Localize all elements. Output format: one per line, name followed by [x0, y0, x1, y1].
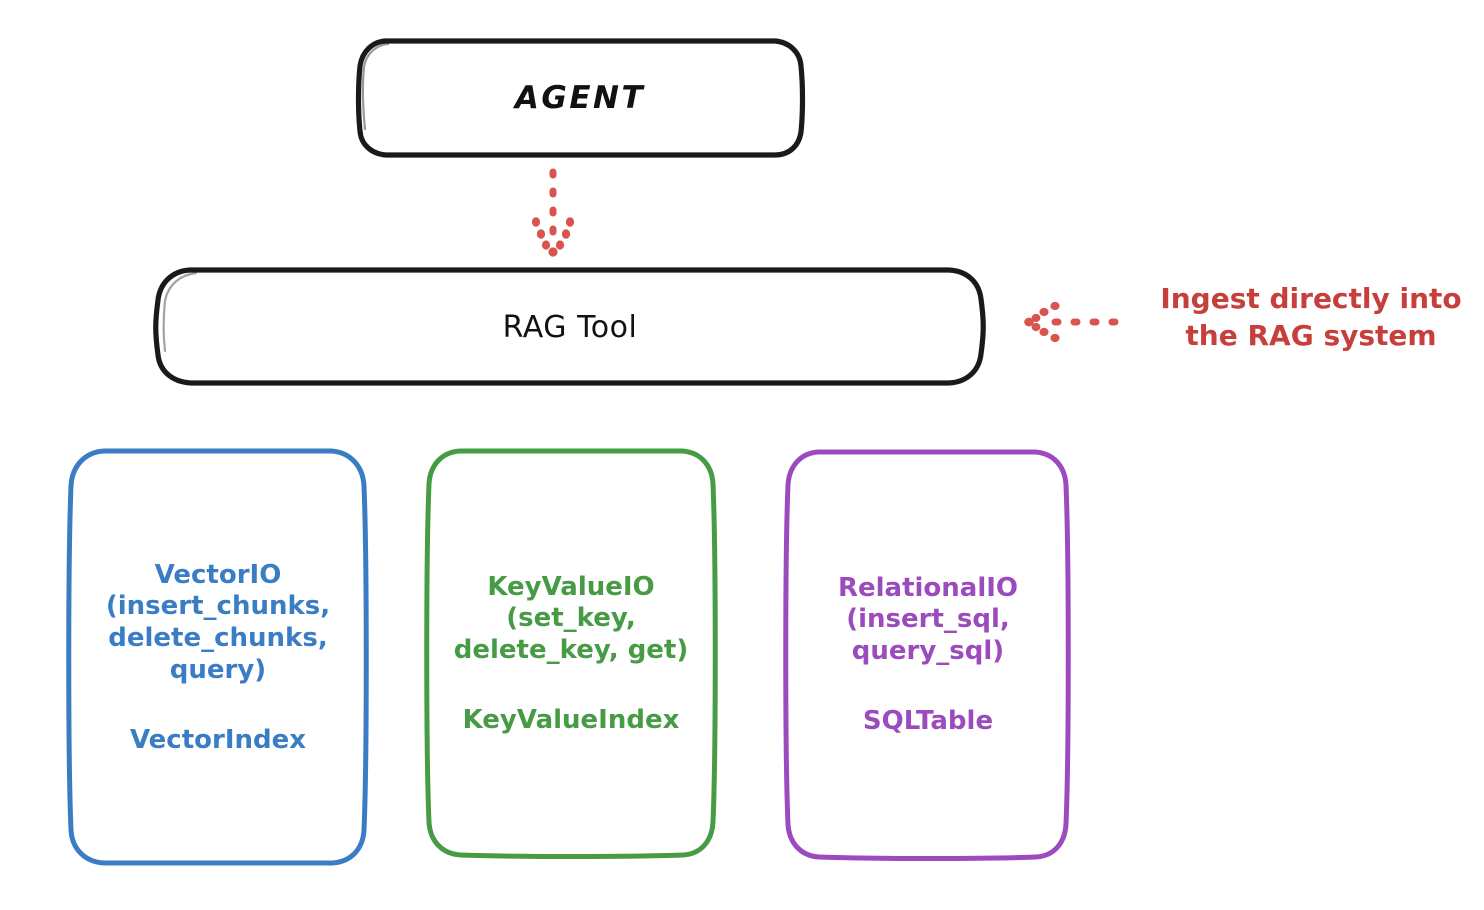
relational-io-label: RelationalIO (insert_sql, query_sql) SQL…	[790, 452, 1066, 858]
key-value-io-signature: KeyValueIO (set_key, delete_key, get)	[453, 571, 689, 665]
vector-io-label: VectorIO (insert_chunks, delete_chunks, …	[72, 452, 364, 864]
agent-box[interactable]	[355, 38, 806, 158]
vector-io-index: VectorIndex	[129, 724, 307, 755]
rag-tool-label: RAG Tool	[502, 309, 638, 345]
vector-io-box[interactable]	[66, 448, 369, 866]
key-value-io-box[interactable]	[424, 448, 718, 859]
agent-label: AGENT	[514, 80, 646, 116]
relational-io-index: SQLTable	[862, 705, 994, 736]
relational-io-signature: RelationalIO (insert_sql, query_sql)	[837, 572, 1019, 666]
rag-tool-box[interactable]	[153, 267, 986, 386]
ingest-annotation-text: Ingest directly into the RAG system	[1160, 282, 1462, 352]
ingest-to-rag-tool-connector	[1024, 301, 1132, 343]
key-value-io-index: KeyValueIndex	[462, 704, 680, 735]
key-value-io-label: KeyValueIO (set_key, delete_key, get) Ke…	[430, 452, 712, 856]
agent-to-rag-tool-connector	[531, 168, 575, 257]
vector-io-signature: VectorIO (insert_chunks, delete_chunks, …	[105, 559, 331, 685]
relational-io-box[interactable]	[783, 449, 1071, 861]
